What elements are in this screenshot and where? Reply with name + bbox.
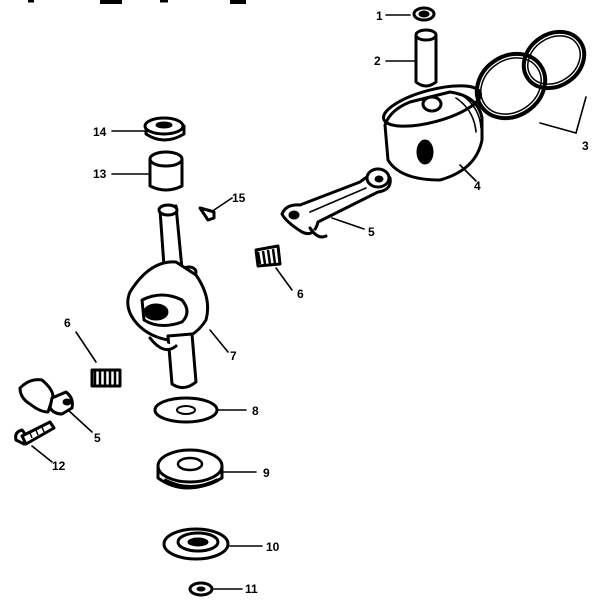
callout-12: 12 [52,459,66,473]
callout-14: 14 [93,125,107,139]
part-4-piston [382,84,484,182]
callout-4: 4 [474,179,481,193]
part-15-key [198,197,233,222]
part-9-bearing-seal [156,448,257,490]
part-12-screw [14,420,56,463]
callout-labels: 1 2 3 4 5 5 6 6 7 8 9 10 11 12 13 14 15 [52,9,589,596]
callout-7: 7 [230,349,237,363]
part-13-bushing [111,150,184,192]
part-6-bearing-upper [254,244,293,291]
part-10-oil-seal [162,527,263,561]
callout-1: 1 [376,9,383,23]
part-5-rod-cap [18,378,93,433]
part-8-thrust-washer [153,396,247,424]
callout-15: 15 [232,191,246,205]
callout-6-upper: 6 [297,287,304,301]
callout-6-lower: 6 [64,316,71,330]
part-6-bearing-lower [75,331,122,388]
top-edge-marks [28,0,246,4]
leader-lines [385,14,415,62]
callout-10: 10 [266,540,280,554]
part-1-retainer-clip [412,6,436,22]
callout-2: 2 [374,54,381,68]
part-2-piston-pin [414,28,438,88]
callout-13: 13 [93,167,107,181]
callout-5-rod: 5 [368,225,375,239]
callout-9: 9 [263,466,270,480]
callout-8: 8 [252,404,259,418]
part-11-washer [188,581,243,597]
callout-3: 3 [582,139,589,153]
part-3-piston-rings [474,29,587,134]
callout-11: 11 [245,582,258,596]
part-5-connecting-rod [280,167,392,239]
part-14-seal [111,116,186,142]
callout-5-cap: 5 [94,431,101,445]
part-7-crankshaft [126,203,229,389]
